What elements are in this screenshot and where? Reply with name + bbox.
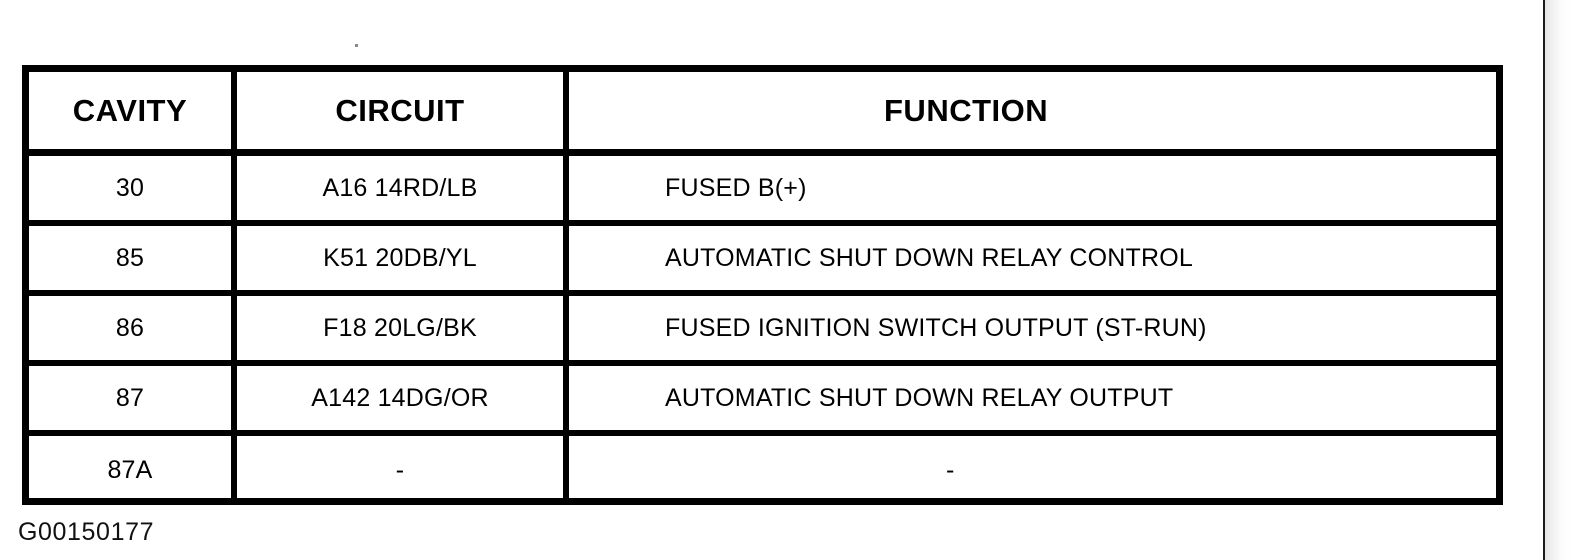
page-edge-rule	[1543, 0, 1545, 560]
cell-circuit: F18 20LG/BK	[237, 296, 569, 360]
circuit-value: F18 20LG/BK	[323, 313, 477, 342]
cell-cavity: 85	[29, 226, 237, 290]
cell-function: AUTOMATIC SHUT DOWN RELAY CONTROL	[569, 226, 1496, 290]
cell-cavity: 86	[29, 296, 237, 360]
table-row: 30 A16 14RD/LB FUSED B(+)	[29, 156, 1496, 226]
column-header-cavity: CAVITY	[72, 92, 188, 128]
function-value: FUSED IGNITION SWITCH OUTPUT (ST-RUN)	[665, 313, 1207, 342]
cell-function: FUSED IGNITION SWITCH OUTPUT (ST-RUN)	[569, 296, 1496, 360]
figure-id-label: G00150177	[18, 518, 155, 546]
scan-speck	[355, 44, 358, 47]
table-header-cell-cavity: CAVITY	[29, 72, 237, 149]
cell-cavity: 87A	[29, 436, 237, 505]
table-header-cell-circuit: CIRCUIT	[237, 72, 569, 149]
circuit-value: K51 20DB/YL	[323, 243, 477, 272]
page-edge-shade	[1545, 0, 1573, 560]
table-row: 86 F18 20LG/BK FUSED IGNITION SWITCH OUT…	[29, 296, 1496, 366]
cavity-value: 87	[115, 383, 145, 412]
cavity-value: 87A	[107, 456, 153, 484]
cavity-value: 86	[115, 313, 145, 342]
function-value: AUTOMATIC SHUT DOWN RELAY OUTPUT	[665, 383, 1174, 412]
cell-function: -	[569, 436, 1496, 505]
table-row: 87 A142 14DG/OR AUTOMATIC SHUT DOWN RELA…	[29, 366, 1496, 436]
cell-cavity: 87	[29, 366, 237, 430]
table-row: 87A - -	[29, 436, 1496, 505]
cavity-value: 30	[115, 173, 145, 202]
cell-cavity: 30	[29, 156, 237, 220]
circuit-value: A16 14RD/LB	[322, 173, 478, 202]
circuit-value: A142 14DG/OR	[311, 383, 489, 412]
table-header-cell-function: FUNCTION	[569, 72, 1496, 149]
cell-circuit: K51 20DB/YL	[237, 226, 569, 290]
cell-circuit: A142 14DG/OR	[237, 366, 569, 430]
function-value: -	[946, 456, 955, 484]
function-value: FUSED B(+)	[665, 173, 807, 202]
table-header-row: CAVITY CIRCUIT FUNCTION	[29, 72, 1496, 156]
circuit-value: -	[395, 456, 405, 484]
function-value: AUTOMATIC SHUT DOWN RELAY CONTROL	[665, 243, 1193, 272]
cell-circuit: -	[237, 436, 569, 505]
cell-circuit: A16 14RD/LB	[237, 156, 569, 220]
column-header-function: FUNCTION	[884, 92, 1049, 128]
cavity-value: 85	[115, 243, 145, 272]
relay-pinout-table: CAVITY CIRCUIT FUNCTION 30 A16 14RD/LB F…	[22, 65, 1503, 505]
cell-function: FUSED B(+)	[569, 156, 1496, 220]
column-header-circuit: CIRCUIT	[335, 92, 465, 128]
cell-function: AUTOMATIC SHUT DOWN RELAY OUTPUT	[569, 366, 1496, 430]
table-row: 85 K51 20DB/YL AUTOMATIC SHUT DOWN RELAY…	[29, 226, 1496, 296]
